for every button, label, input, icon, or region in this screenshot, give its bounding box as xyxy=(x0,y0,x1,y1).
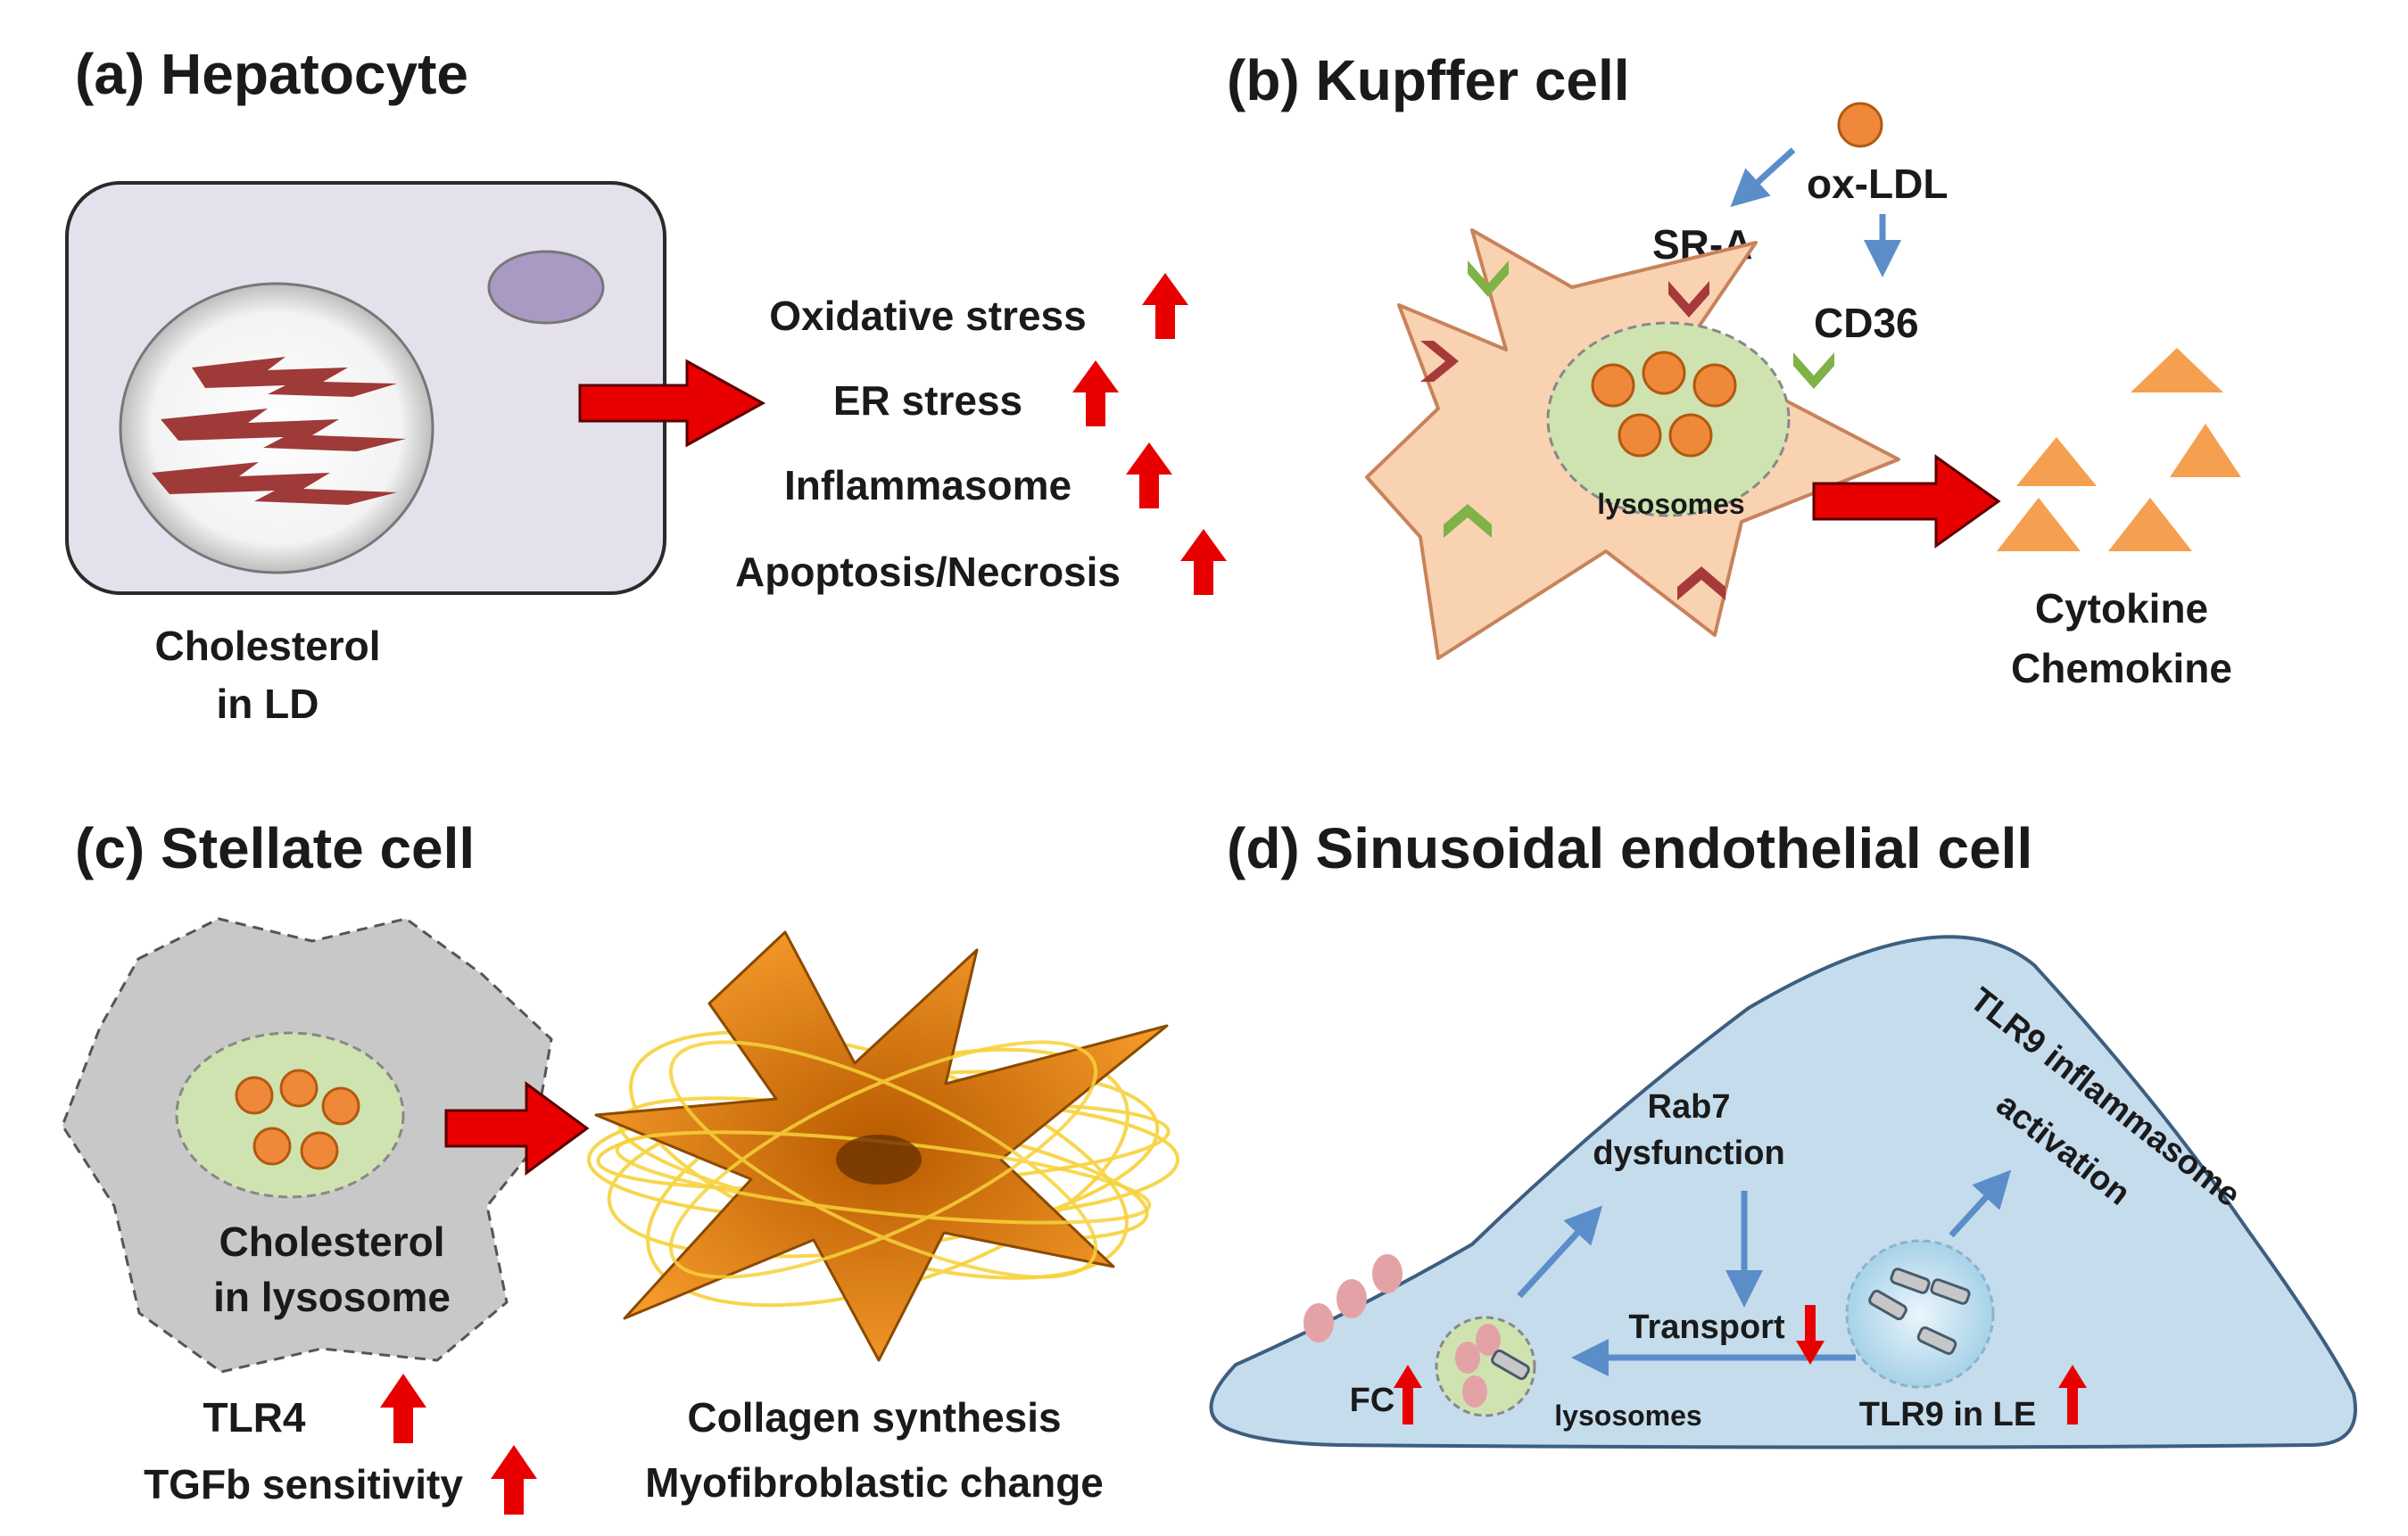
effect-er-stress: ER stress xyxy=(833,377,1022,424)
endosome-to-inflammasome-arrow xyxy=(1949,1169,2012,1238)
up-arrow-icon xyxy=(1142,273,1188,339)
collagen-synthesis-label: Collagen synthesis xyxy=(687,1394,1061,1441)
panel-a-label-line1: Cholesterol xyxy=(154,623,380,669)
panel-d-title: (d) Sinusoidal endothelial cell xyxy=(1227,816,2032,880)
activated-cell-nucleus xyxy=(836,1135,922,1185)
effect-apoptosis-necrosis: Apoptosis/Necrosis xyxy=(735,549,1121,595)
up-arrow-icon xyxy=(380,1374,426,1443)
up-arrow-icon xyxy=(1180,529,1227,595)
lysosome-to-rab7-arrow xyxy=(1517,1205,1603,1299)
cytokine-triangle xyxy=(1997,498,2081,551)
effect-inflammasome: Inflammasome xyxy=(784,462,1072,508)
cd36-receptor-icon xyxy=(1793,352,1834,389)
panel-c: (c) Stellate cell Cholesterol in lysosom… xyxy=(61,816,1179,1515)
tgfb-sensitivity-label: TGFb sensitivity xyxy=(144,1461,463,1507)
effect-oxidative-stress: Oxidative stress xyxy=(769,293,1086,339)
free-cholesterol-particles xyxy=(1303,1254,1403,1342)
dysfunction-label: dysfunction xyxy=(1593,1135,1784,1172)
tlr4-label: TLR4 xyxy=(203,1394,306,1441)
panel-b: (b) Kupffer cell ox-LDL SR-A CD36 lysoso… xyxy=(1227,48,2241,691)
kupffer-arrow xyxy=(1812,454,2001,549)
ox-ldl-particle xyxy=(1837,102,1883,148)
cytokine-triangle xyxy=(2170,424,2241,477)
panel-a: (a) Hepatocyte Cholesterol in LD Oxidati… xyxy=(65,42,1227,727)
lysosome-cholesterol xyxy=(1455,1324,1501,1408)
late-endosome xyxy=(1845,1239,1995,1389)
kupffer-lysosomes-label: lysosomes xyxy=(1597,488,1744,520)
sr-a-receptor-icon xyxy=(1677,566,1725,600)
ox-ldl-label: ox-LDL xyxy=(1807,161,1948,207)
panel-c-label-line1: Cholesterol xyxy=(219,1218,444,1265)
ox-ldl-to-sra-arrow xyxy=(1730,147,1796,208)
cytokine-triangle xyxy=(2108,498,2192,551)
transport-label: Transport xyxy=(1628,1309,1785,1346)
sr-a-receptor-icon xyxy=(1668,281,1709,318)
cd36-receptor-icon xyxy=(1444,504,1492,538)
cholesterol-crystals xyxy=(152,357,406,505)
stellate-arrow xyxy=(444,1081,590,1176)
tlr9-in-le-label: TLR9 in LE xyxy=(1859,1396,2036,1433)
rab7-label: Rab7 xyxy=(1648,1088,1731,1126)
down-arrow-icon xyxy=(1796,1305,1825,1365)
up-arrow-icon xyxy=(1126,442,1172,508)
fc-label: FC xyxy=(1350,1382,1395,1419)
cytokine-triangle xyxy=(2131,348,2223,392)
cytokine-label: Cytokine xyxy=(2035,585,2208,632)
panel-a-title: (a) Hepatocyte xyxy=(75,42,468,106)
up-arrow-icon xyxy=(491,1445,537,1515)
cd36-receptor-icon xyxy=(1468,260,1509,297)
sr-a-receptor-icon xyxy=(1420,341,1459,382)
tlr9-rods xyxy=(1868,1268,1971,1355)
panel-c-label-line2: in lysosome xyxy=(213,1274,451,1320)
endothelial-lysosomes-label: lysosomes xyxy=(1554,1400,1701,1432)
up-arrow-icon xyxy=(2058,1365,2087,1425)
up-arrow-icon xyxy=(1394,1365,1422,1425)
cd36-label: CD36 xyxy=(1814,300,1919,346)
endothelial-lysosome xyxy=(1435,1316,1536,1417)
lysosome-tlr9-rod xyxy=(1491,1349,1530,1381)
cytokine-triangles xyxy=(1997,348,2241,551)
hepatocyte-arrow xyxy=(578,359,766,448)
lysosome-droplets xyxy=(1591,351,1737,458)
myofibroblastic-change-label: Myofibroblastic change xyxy=(645,1459,1104,1506)
panel-c-title: (c) Stellate cell xyxy=(75,816,475,880)
receptor-chevrons xyxy=(1420,260,1834,600)
panel-d: (d) Sinusoidal endothelial cell FC lysos… xyxy=(1209,816,2357,1449)
cytokine-triangle xyxy=(2016,437,2097,486)
panel-a-label-line2: in LD xyxy=(217,681,319,727)
endothelial-cell xyxy=(1209,935,2357,1449)
stellate-lysosome xyxy=(175,1031,405,1199)
up-arrow-icon xyxy=(1072,360,1119,426)
hepatocyte-organelle xyxy=(487,250,605,325)
chemokine-label: Chemokine xyxy=(2011,645,2232,691)
stellate-droplets xyxy=(235,1069,360,1170)
panel-b-title: (b) Kupffer cell xyxy=(1227,48,1630,112)
